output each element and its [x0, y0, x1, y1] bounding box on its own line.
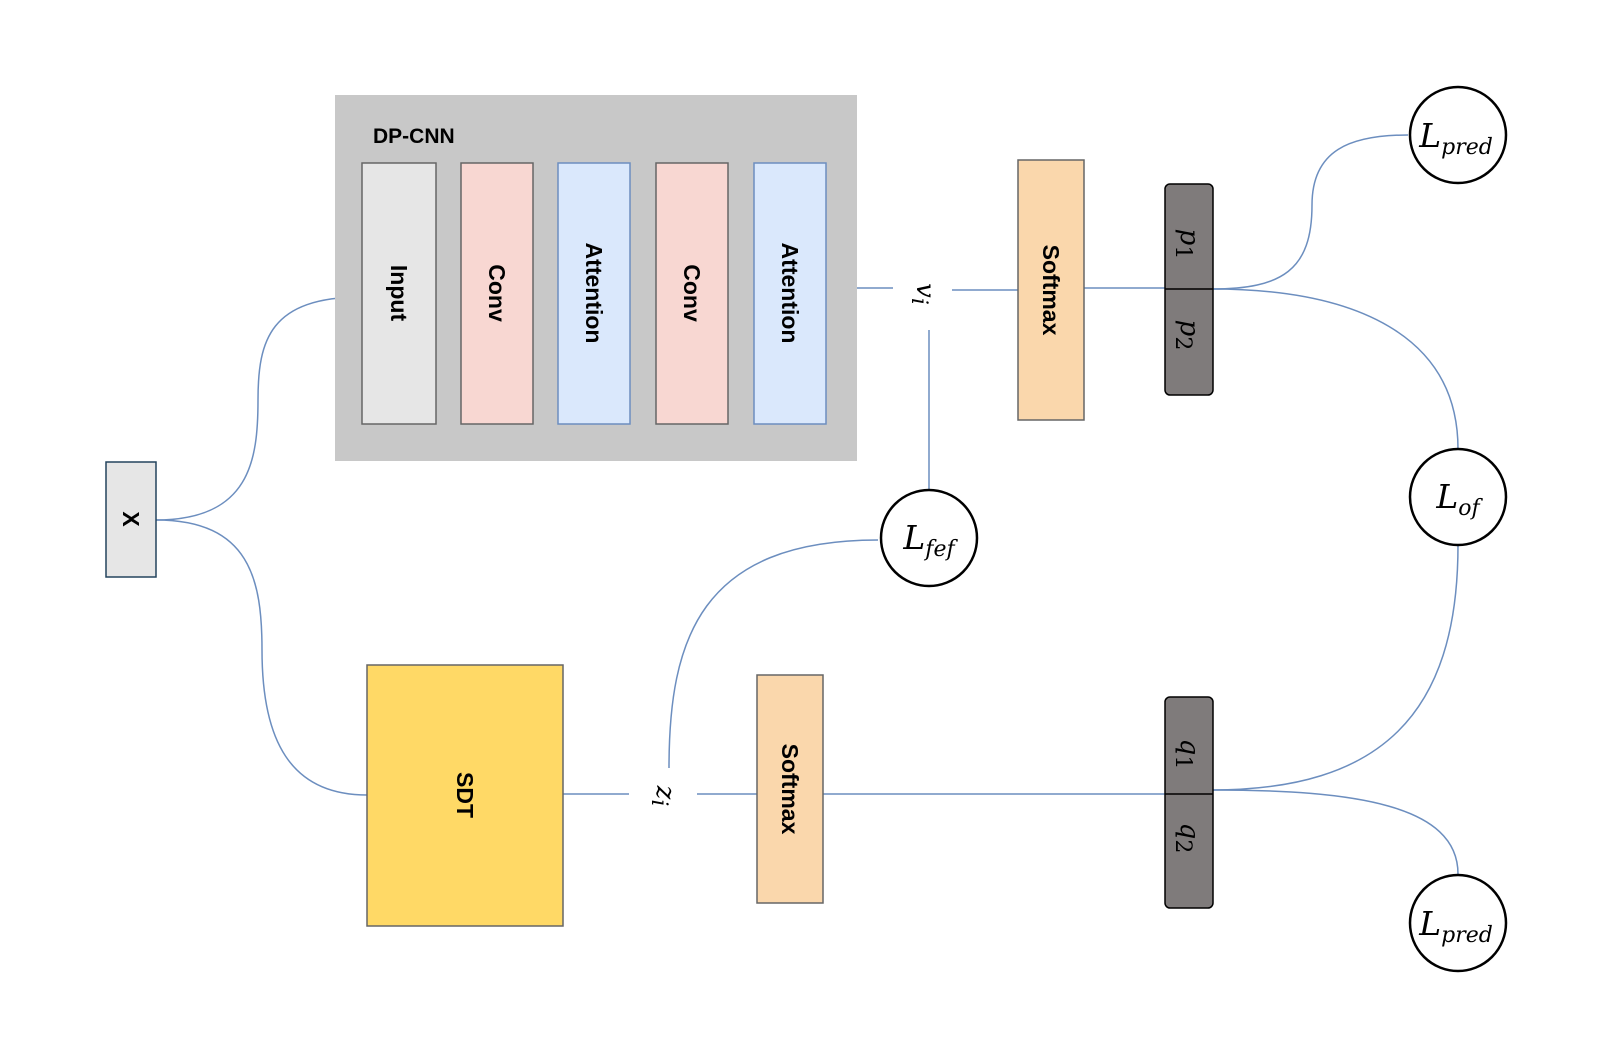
dp-cnn-group: DP-CNN Input Conv Attention Conv Attenti…: [335, 95, 857, 461]
v-variable-gap: [900, 268, 952, 320]
attention-block-1-label: Attention: [581, 243, 607, 344]
softmax-bottom-label: Softmax: [777, 744, 803, 835]
conv-block-1-label: Conv: [484, 264, 510, 322]
z-variable-label: zi: [647, 785, 681, 807]
attention-block-2[interactable]: Attention: [753, 162, 827, 425]
x-block[interactable]: X: [105, 461, 157, 578]
loss-of[interactable]: Lof: [1408, 447, 1508, 547]
x-block-label: X: [118, 511, 144, 527]
q-output-block[interactable]: q1 q2: [1164, 696, 1214, 909]
softmax-top-label: Softmax: [1038, 245, 1064, 336]
v-variable-label: vi: [907, 283, 941, 305]
q2-label: q2: [1171, 823, 1205, 854]
conv-block-2-label: Conv: [679, 264, 705, 322]
loss-pred-top[interactable]: Lpred: [1408, 85, 1508, 185]
loss-pred-top-label: Lpred: [1418, 116, 1493, 160]
sdt-block-label: SDT: [452, 772, 478, 818]
attention-block-2-label: Attention: [777, 243, 803, 344]
loss-fef[interactable]: Lfef: [879, 488, 979, 588]
p1-label: p1: [1171, 229, 1205, 260]
softmax-block-top[interactable]: Softmax: [1017, 159, 1085, 421]
attention-block-1[interactable]: Attention: [557, 162, 631, 425]
loss-of-label: Lof: [1435, 477, 1483, 521]
loss-pred-bottom-label: Lpred: [1418, 904, 1493, 948]
connector-lof-to-q: [1211, 544, 1459, 791]
input-block[interactable]: Input: [361, 162, 437, 425]
v-variable: vi: [900, 268, 952, 320]
connector-p-to-lof: [1211, 288, 1459, 450]
connector-z-to-lfef: [668, 539, 879, 769]
connector-x-to-sdt: [155, 519, 368, 796]
loss-fef-label: Lfef: [902, 518, 958, 562]
p-output-block[interactable]: p1 p2: [1164, 183, 1214, 396]
softmax-block-bottom[interactable]: Softmax: [756, 674, 824, 904]
q1-label: q1: [1171, 739, 1205, 770]
conv-block-1[interactable]: Conv: [460, 162, 534, 425]
connector-x-to-input: [155, 296, 363, 521]
connector-p-to-lpred-top: [1211, 134, 1409, 290]
loss-pred-bottom[interactable]: Lpred: [1408, 873, 1508, 973]
conv-block-2[interactable]: Conv: [655, 162, 729, 425]
sdt-block[interactable]: SDT: [366, 664, 564, 927]
dp-cnn-title: DP-CNN: [373, 125, 455, 148]
z-variable: zi: [640, 770, 692, 822]
z-variable-gap: [640, 770, 692, 822]
input-block-label: Input: [386, 265, 412, 322]
p2-label: p2: [1171, 320, 1205, 351]
connector-q-to-lpred-bottom: [1211, 789, 1459, 875]
